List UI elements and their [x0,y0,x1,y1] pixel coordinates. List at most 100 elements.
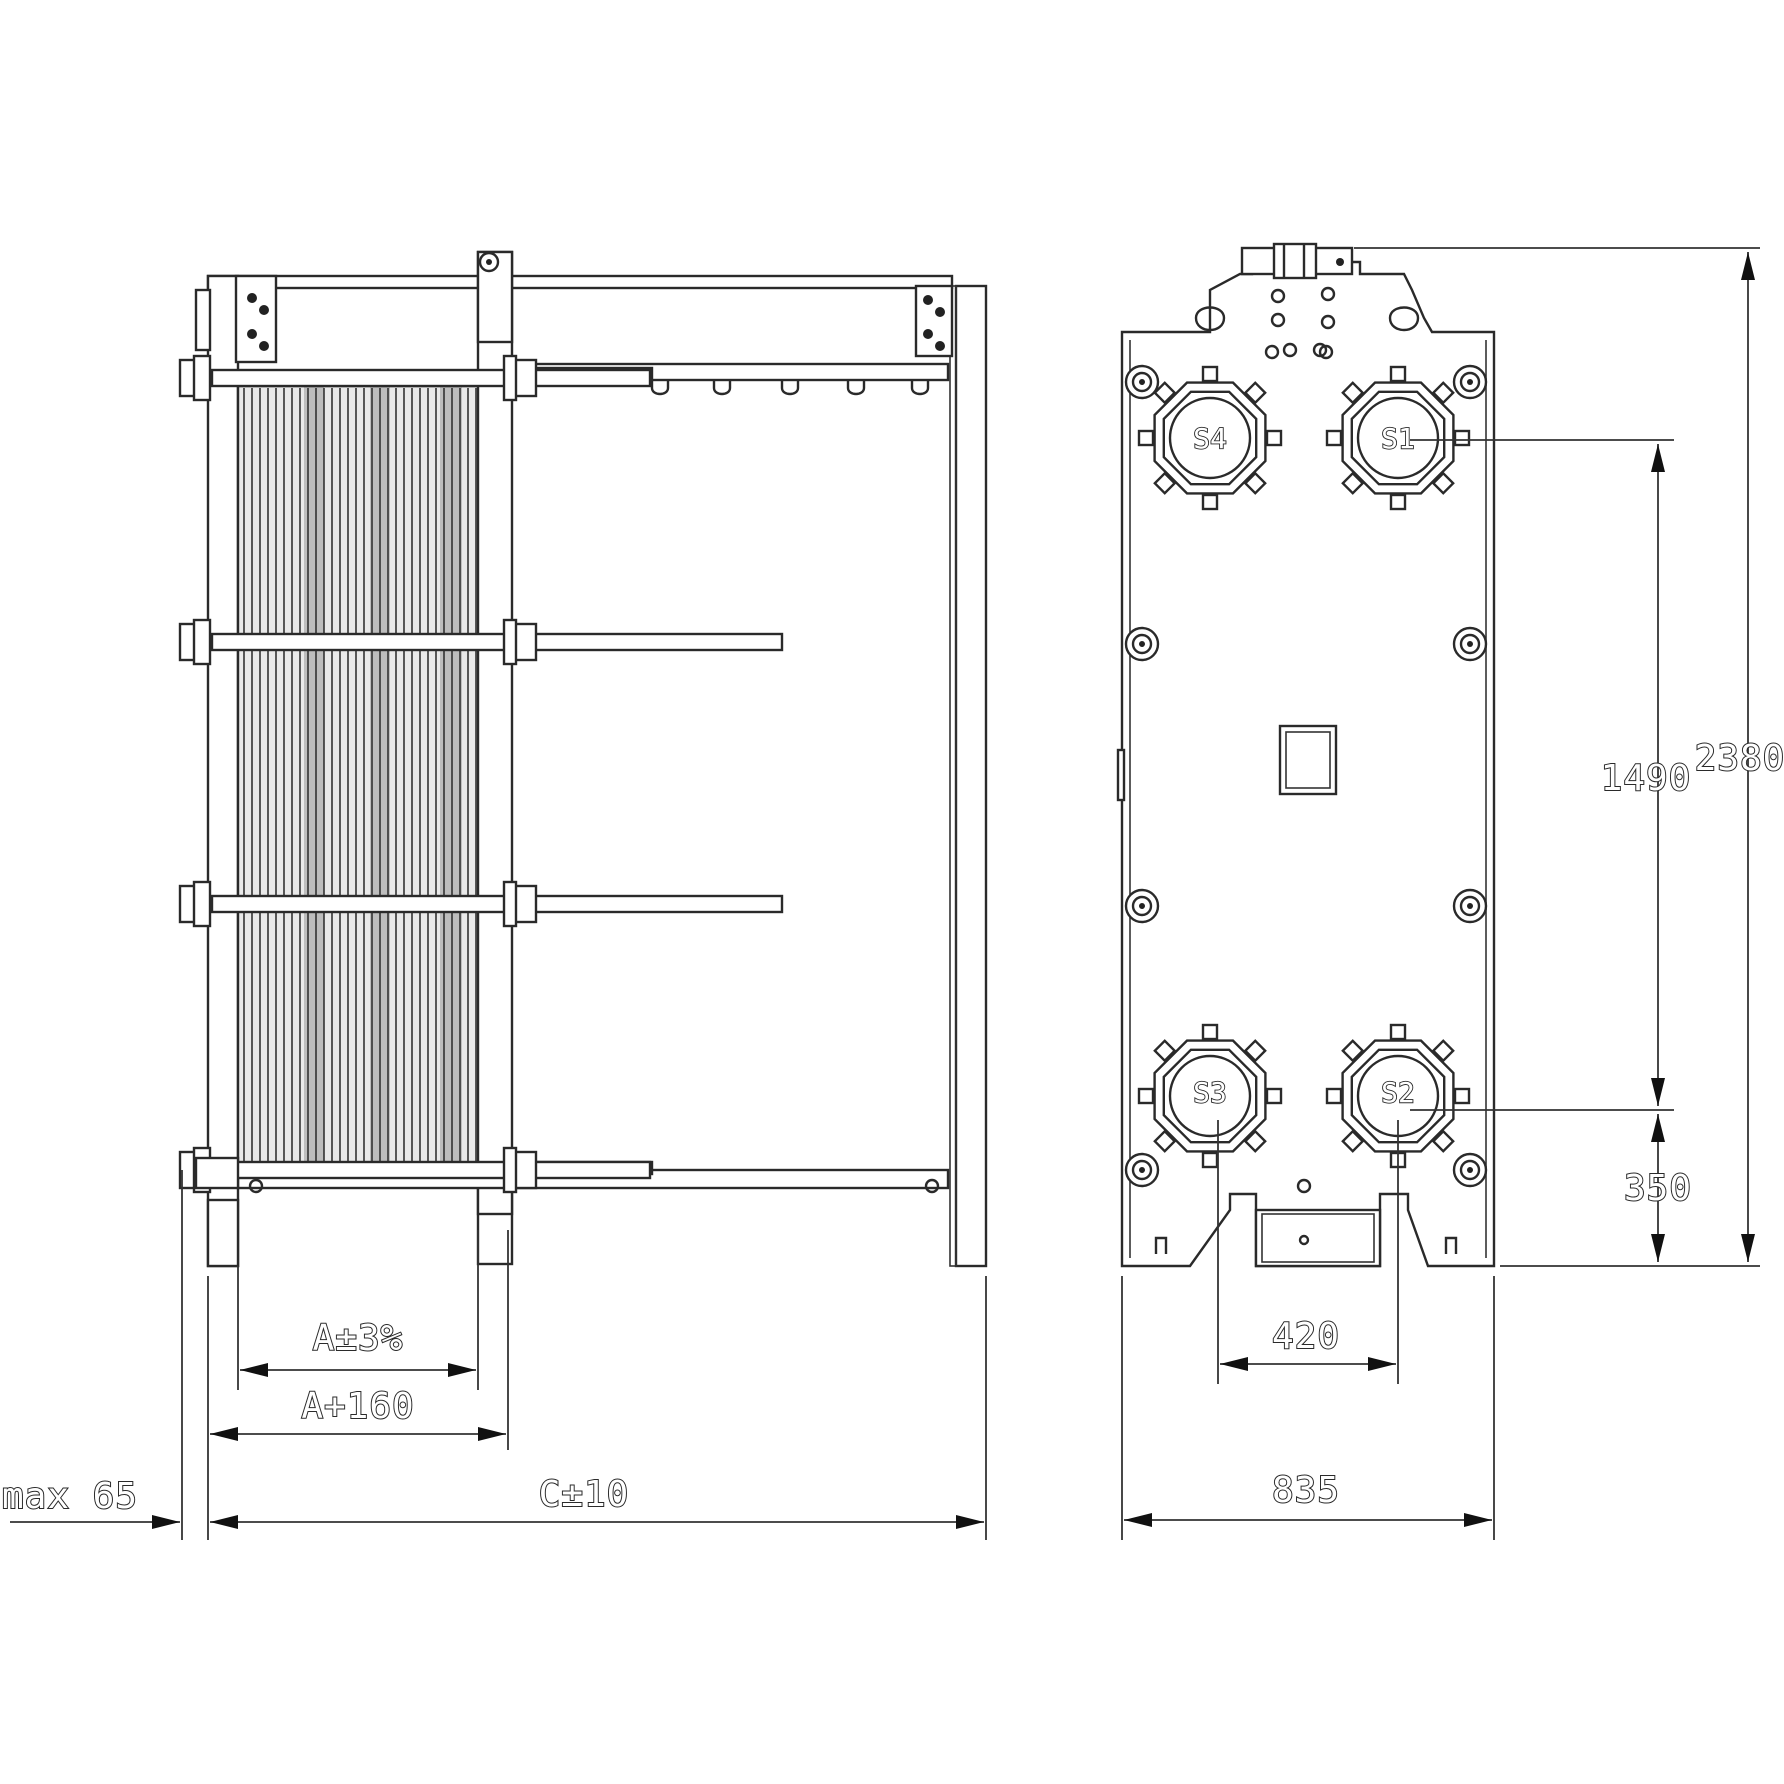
flange-inner [1162,390,1258,486]
flange-bolt [1431,1039,1455,1063]
hanger [910,380,930,396]
dimension-arrow [448,1363,476,1377]
support-column [954,284,988,1268]
flange-inner [1350,1048,1446,1144]
fixed-frame-plate [206,274,240,1268]
small-hole [1270,288,1286,304]
flange-bolt [1453,429,1471,447]
small-hole [1320,286,1336,302]
washer-right [502,618,518,666]
bolt-dot [259,305,269,315]
dim-label-350: 350 [1624,1168,1692,1209]
pressure-plate-roller [476,250,514,344]
port-flange [1137,1023,1283,1169]
port-bore [1168,396,1252,480]
flange-bolt [1389,493,1407,511]
support-column-head [914,284,954,358]
dim-label-2380: 2380 [1695,738,1784,779]
flange-bolt [1243,1129,1267,1153]
dimension-lines [10,247,1760,1540]
flange-inner [1350,390,1446,486]
small-hole [1312,342,1328,358]
frame-bottom-block [194,1156,240,1190]
center-window [1278,724,1338,796]
frame-bolt [1124,364,1160,400]
port-label-s2: S2 [1381,1076,1415,1109]
tie-rod [210,1160,510,1180]
port-label-s4: S4 [1193,422,1227,455]
flange-bolt [1431,1129,1455,1153]
frame-bolt [1124,1152,1160,1188]
flange-bolt [1201,365,1219,383]
plate-pack [236,384,504,1172]
port-flange [1137,365,1283,511]
top-carrying-bar [206,274,954,290]
hanger [650,380,670,396]
flange-bolt [1153,471,1177,495]
flange-bolt [1201,1151,1219,1169]
flange-inner [1162,1048,1258,1144]
dim-label-1490: 1490 [1601,758,1692,799]
bolt-dot [923,329,933,339]
dimension-arrow [1651,1114,1665,1142]
port-bore [1356,396,1440,480]
washer-left [192,354,212,402]
dimension-arrow [1464,1513,1492,1527]
flange-bolt [1431,471,1455,495]
dimension-arrow [1220,1357,1248,1371]
washer-right [502,880,518,928]
dimension-arrow [240,1363,268,1377]
frame-bolt [1452,1152,1488,1188]
roller-wheel-hub [486,259,492,265]
flange-bolt [1137,429,1155,447]
front-view: S4 S1 S3 S2 [1116,242,1496,1268]
flange-bolt [1341,471,1365,495]
dimension-arrow [152,1515,180,1529]
dim-label-a-pm3: A±3% [313,1318,404,1359]
side-view [178,250,988,1268]
tie-rod-extension [506,632,784,652]
bolt-dot [247,329,257,339]
dimension-arrow [956,1515,984,1529]
washer-left [192,618,212,666]
port-bore [1168,1054,1252,1138]
bolt-dot [259,341,269,351]
left-foot [206,1198,240,1268]
bolt-dot [935,341,945,351]
flange-bolt [1153,1039,1177,1063]
port-label-s1: S1 [1381,422,1415,455]
small-hole [1318,344,1334,360]
flange-bolt [1153,1129,1177,1153]
frame-bolt [1452,888,1488,924]
dim-label-835: 835 [1272,1470,1340,1511]
flange-bolt [1137,1087,1155,1105]
flange-bolt [1341,1129,1365,1153]
frame-bolt [1452,626,1488,662]
frame-bolts [1124,364,1488,1188]
flange-bolt [1201,493,1219,511]
flange-bolt [1243,381,1267,405]
washer-right [502,354,518,402]
washer-left [192,880,212,928]
dimension-arrow [210,1427,238,1441]
dimension-arrow [1368,1357,1396,1371]
frame-bolt [1452,364,1488,400]
frame-bolt [1124,626,1160,662]
top-holes [1264,286,1336,360]
flange-bolt [1243,1039,1267,1063]
bottom-hole [1296,1178,1312,1194]
flange-bolt [1153,381,1177,405]
roller-wheel [478,251,500,273]
fixed-frame-head [234,274,278,364]
washer-right [502,1146,518,1194]
tie-rod [210,632,510,652]
tightening-bolts [178,354,784,1194]
flange-bolt [1341,1039,1365,1063]
pressure-plate [476,250,514,1266]
bottom-bolt [248,1178,264,1194]
flange-bolt [1341,381,1365,405]
flange-bolt [1325,429,1343,447]
hanger [780,380,800,396]
ports [1137,365,1471,1169]
